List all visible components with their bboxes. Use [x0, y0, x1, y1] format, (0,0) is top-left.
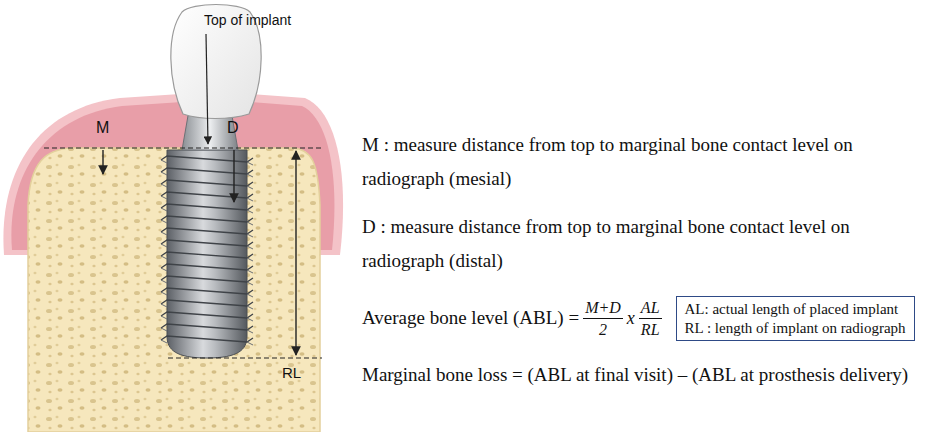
thread-stroke: [161, 252, 253, 258]
thread-stroke: [161, 328, 253, 333]
thread-stroke: [161, 300, 253, 306]
thread-stroke: [161, 156, 253, 162]
denominator: 2: [597, 319, 609, 339]
thread-stroke: [161, 228, 253, 234]
thread-stroke: [161, 264, 253, 270]
formula-text: Average bone level (ABL) =: [362, 307, 579, 328]
mesial-arrow: [102, 150, 103, 174]
thread-stroke: [161, 276, 253, 282]
abl-formula: Average bone level (ABL) = M+D 2 x AL RL: [362, 298, 666, 339]
formula-slot: x: [627, 308, 635, 330]
thread-stroke: [161, 216, 253, 222]
formula-text: Marginal bone loss = (ABL at final visit…: [362, 364, 908, 387]
formula-term: 2: [599, 321, 607, 338]
thread-stroke: [161, 204, 253, 210]
thread-stroke: [161, 288, 253, 294]
thread-stroke: [161, 208, 253, 213]
thread-stroke: [161, 192, 253, 198]
denominator: RL: [639, 319, 662, 339]
definition-box: AL: actual length of placed implantRL : …: [676, 296, 915, 342]
thread-stroke: [161, 172, 253, 177]
bone: [28, 148, 320, 432]
thread-stroke: [161, 196, 253, 201]
thread-stroke: [161, 324, 253, 330]
thread-stroke: [161, 304, 253, 309]
definition-text: RL : length of implant on radiograph: [685, 319, 906, 338]
thread-stroke: [161, 160, 253, 165]
formula-term: RL: [641, 321, 660, 338]
thread-stroke: [161, 232, 253, 237]
thread-stroke: [161, 180, 253, 186]
thread-stroke: [161, 256, 253, 261]
thread-stroke: [161, 316, 253, 321]
numerator: AL: [639, 298, 662, 319]
formula-slot: Average bone level (ABL) =: [362, 307, 579, 330]
definition-text: AL: actual length of placed implant: [685, 300, 906, 319]
thread-stroke: [161, 336, 253, 342]
definition-text: D : measure distance from top to margina…: [362, 210, 924, 278]
top-leader: [206, 34, 208, 144]
thread-stroke: [161, 244, 253, 249]
thread-stroke: [161, 168, 253, 174]
mesial-label: M: [96, 118, 109, 137]
rl-arrow: [295, 151, 296, 355]
thread-stroke: [161, 240, 253, 246]
formula-operator: x: [627, 308, 635, 328]
formula-term: M+D: [585, 299, 621, 316]
distal-label: D: [227, 118, 239, 137]
thread-stroke: [161, 340, 253, 345]
thread-stroke: [161, 280, 253, 285]
thread-stroke: [161, 268, 253, 273]
numerator: M+D: [583, 298, 623, 319]
apex-line: [168, 357, 322, 358]
distal-arrow: [233, 150, 234, 202]
rl-label: RL: [282, 364, 301, 382]
thread-stroke: [161, 184, 253, 189]
thread-stroke: [161, 312, 253, 318]
formula-term: AL: [641, 299, 660, 316]
implant-threads: [161, 156, 253, 345]
definition-text: M : measure distance from top to margina…: [362, 128, 924, 196]
thread-stroke: [161, 220, 253, 225]
implant-top-line: [44, 147, 322, 148]
fraction: AL RL: [639, 298, 662, 339]
thread-stroke: [161, 292, 253, 297]
part-label: Top of implant: [204, 12, 291, 29]
fraction: M+D 2: [583, 298, 623, 339]
